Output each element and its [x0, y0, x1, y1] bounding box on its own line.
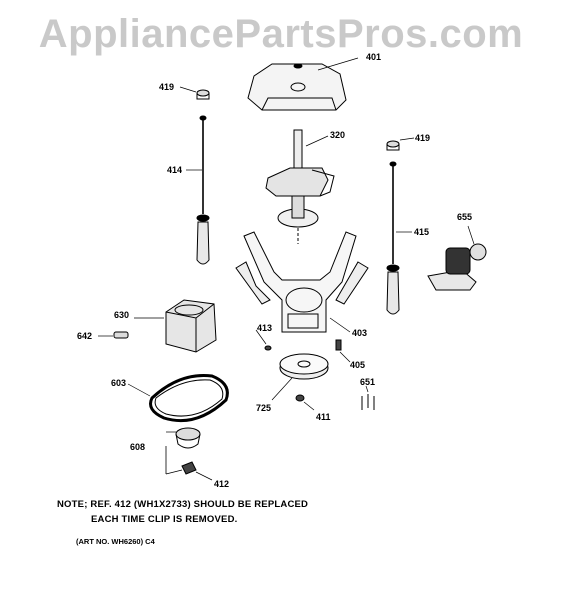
label-725: 725: [256, 403, 272, 413]
part-414-suspension-rod: [186, 115, 210, 265]
part-405-bolt: [335, 339, 351, 363]
label-403: 403: [352, 328, 368, 338]
label-413: 413: [257, 323, 273, 333]
part-651-screws: [361, 385, 375, 410]
part-419-cap-right: [386, 137, 415, 151]
watermark: AppliancePartsPros.com: [38, 12, 524, 56]
label-419-right: 419: [415, 133, 431, 143]
part-411-nut: [295, 394, 315, 411]
part-725-pulley: [271, 353, 329, 401]
part-412-clip: [181, 461, 213, 481]
bracket-608-412: [165, 446, 183, 475]
label-412: 412: [214, 479, 230, 489]
label-608: 608: [130, 442, 146, 452]
part-401-cover: [247, 57, 359, 111]
note-line-2: EACH TIME CLIP IS REMOVED.: [91, 514, 238, 525]
label-414: 414: [167, 165, 183, 175]
part-608-motor-pulley: [166, 427, 201, 449]
art-number: (ART NO. WH6260) C4: [76, 537, 155, 546]
label-411: 411: [316, 412, 331, 422]
part-419-cap-left: [179, 86, 210, 100]
part-320-transmission: [265, 129, 335, 244]
label-630: 630: [114, 310, 130, 320]
part-413-nut: [255, 329, 272, 351]
label-655: 655: [457, 212, 473, 222]
part-642-clip: [98, 331, 129, 339]
part-655-motor: [427, 225, 487, 291]
label-320: 320: [330, 130, 346, 140]
label-642: 642: [77, 331, 93, 341]
label-603: 603: [111, 378, 127, 388]
label-401: 401: [366, 52, 382, 62]
label-651: 651: [360, 377, 376, 387]
label-405: 405: [350, 360, 366, 370]
label-415: 415: [414, 227, 430, 237]
part-603-drive-belt: [127, 373, 229, 423]
part-415-suspension-rod: [386, 161, 412, 315]
label-419-left: 419: [159, 82, 175, 92]
note-line-1: NOTE; REF. 412 (WH1X2733) SHOULD BE REPL…: [57, 499, 309, 510]
part-630-drive-motor: [134, 299, 217, 353]
part-403-bracket: [235, 231, 369, 333]
